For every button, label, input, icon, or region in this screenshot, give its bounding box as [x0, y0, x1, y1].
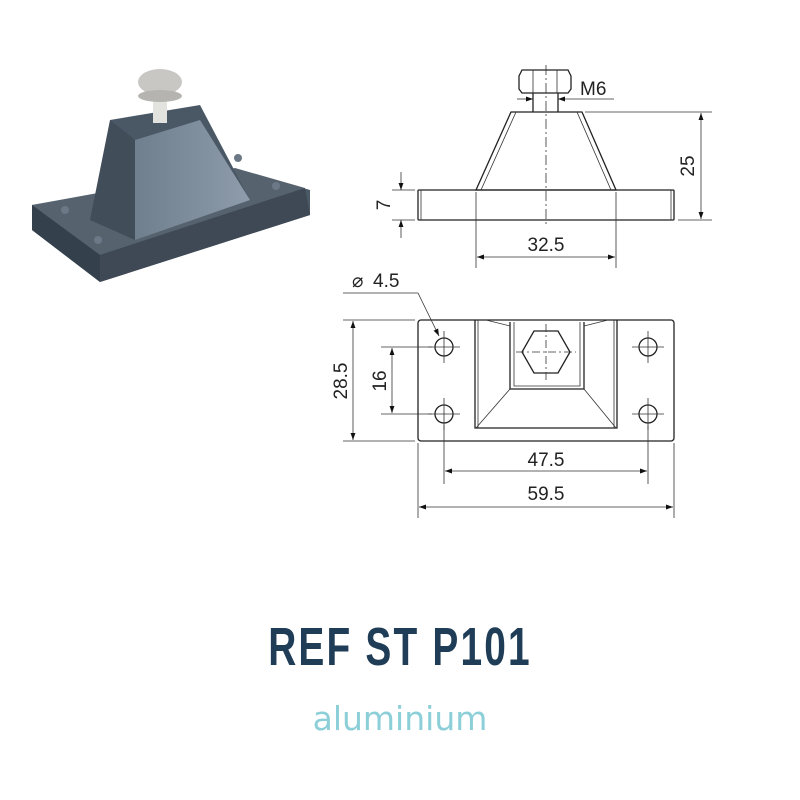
length-label: 59.5: [528, 484, 565, 505]
hole-diameter-label: 4.5: [373, 271, 399, 292]
side-view: M6 25 7 32.5: [374, 65, 712, 268]
height-label: 25: [678, 155, 699, 176]
hole-diameter-symbol: ⌀: [352, 271, 363, 292]
base-thickness-label: 7: [374, 200, 395, 211]
product-reference: REF ST P101: [268, 617, 532, 677]
pyramid-width-label: 32.5: [528, 235, 565, 256]
product-photo: [32, 69, 310, 282]
thread-label: M6: [580, 79, 606, 100]
hole-spacing-y-label: 16: [370, 370, 391, 391]
mounting-holes: [428, 331, 664, 430]
hole-spacing-x-label: 47.5: [528, 450, 565, 471]
width-label: 28.5: [331, 363, 352, 400]
top-view: ⌀ 4.5 28.5 16 47.5 59.5: [331, 271, 675, 518]
product-material: aluminium: [312, 699, 488, 738]
